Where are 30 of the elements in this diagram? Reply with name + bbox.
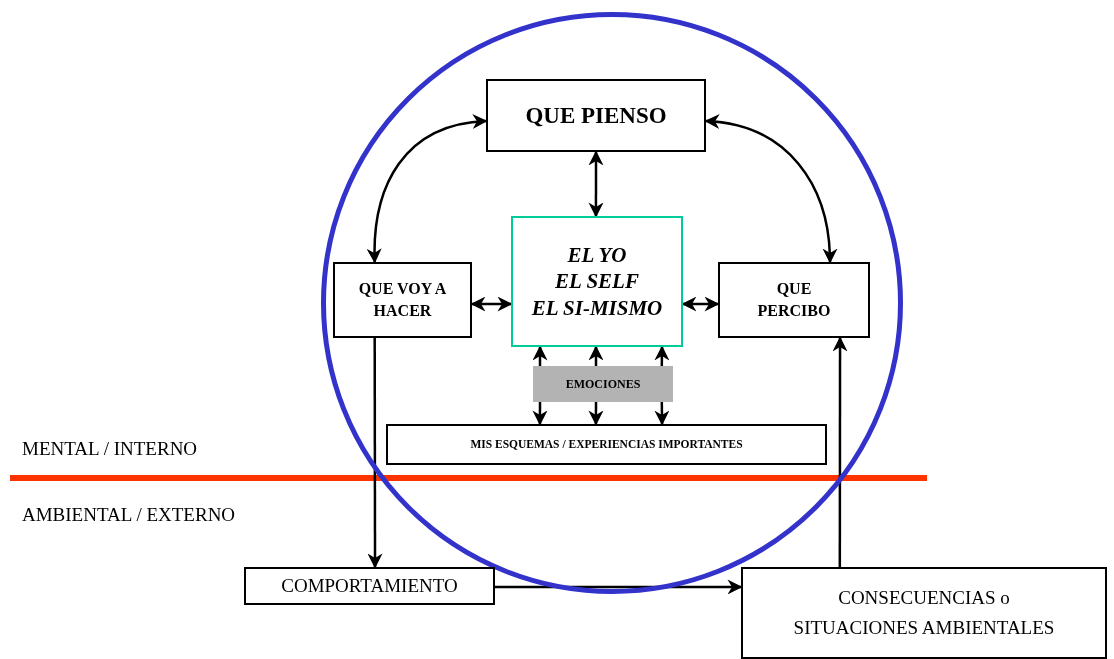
label-box [533,366,673,402]
node-label: EL SI-MISMO [531,294,663,321]
process-box [511,216,683,347]
arrow [532,345,548,366]
process-box [333,262,472,338]
arrow [588,402,604,426]
process-box [741,567,1107,659]
section-label: AMBIENTAL / EXTERNO [22,504,236,526]
arrow [654,402,670,426]
node-label: EMOCIONES [565,375,641,393]
arrow [588,345,604,366]
arrow [532,402,548,426]
arrow [367,338,383,569]
process-box [244,567,495,605]
double-arrow [588,150,604,218]
node-label: EL YO [567,242,627,269]
node-label: EL SELF [555,268,639,295]
node-label: MIS ESQUEMAS / EXPERIENCIAS IMPORTANTES [470,436,743,452]
node-label: CONSECUENCIAS o SITUACIONES AMBIENTALES [792,585,1056,640]
node-label: QUE PIENSO [525,101,667,130]
process-box [386,424,827,465]
process-box [486,79,706,152]
node-label: QUE PERCIBO [756,279,832,321]
node-label: COMPORTAMIENTO [281,574,458,599]
node-label: QUE VOY A HACER [357,279,448,321]
section-label: MENTAL / INTERNO [22,438,198,460]
arrow [654,345,670,366]
arrow [832,336,848,567]
process-box [718,262,870,338]
double-arrow [367,114,488,264]
